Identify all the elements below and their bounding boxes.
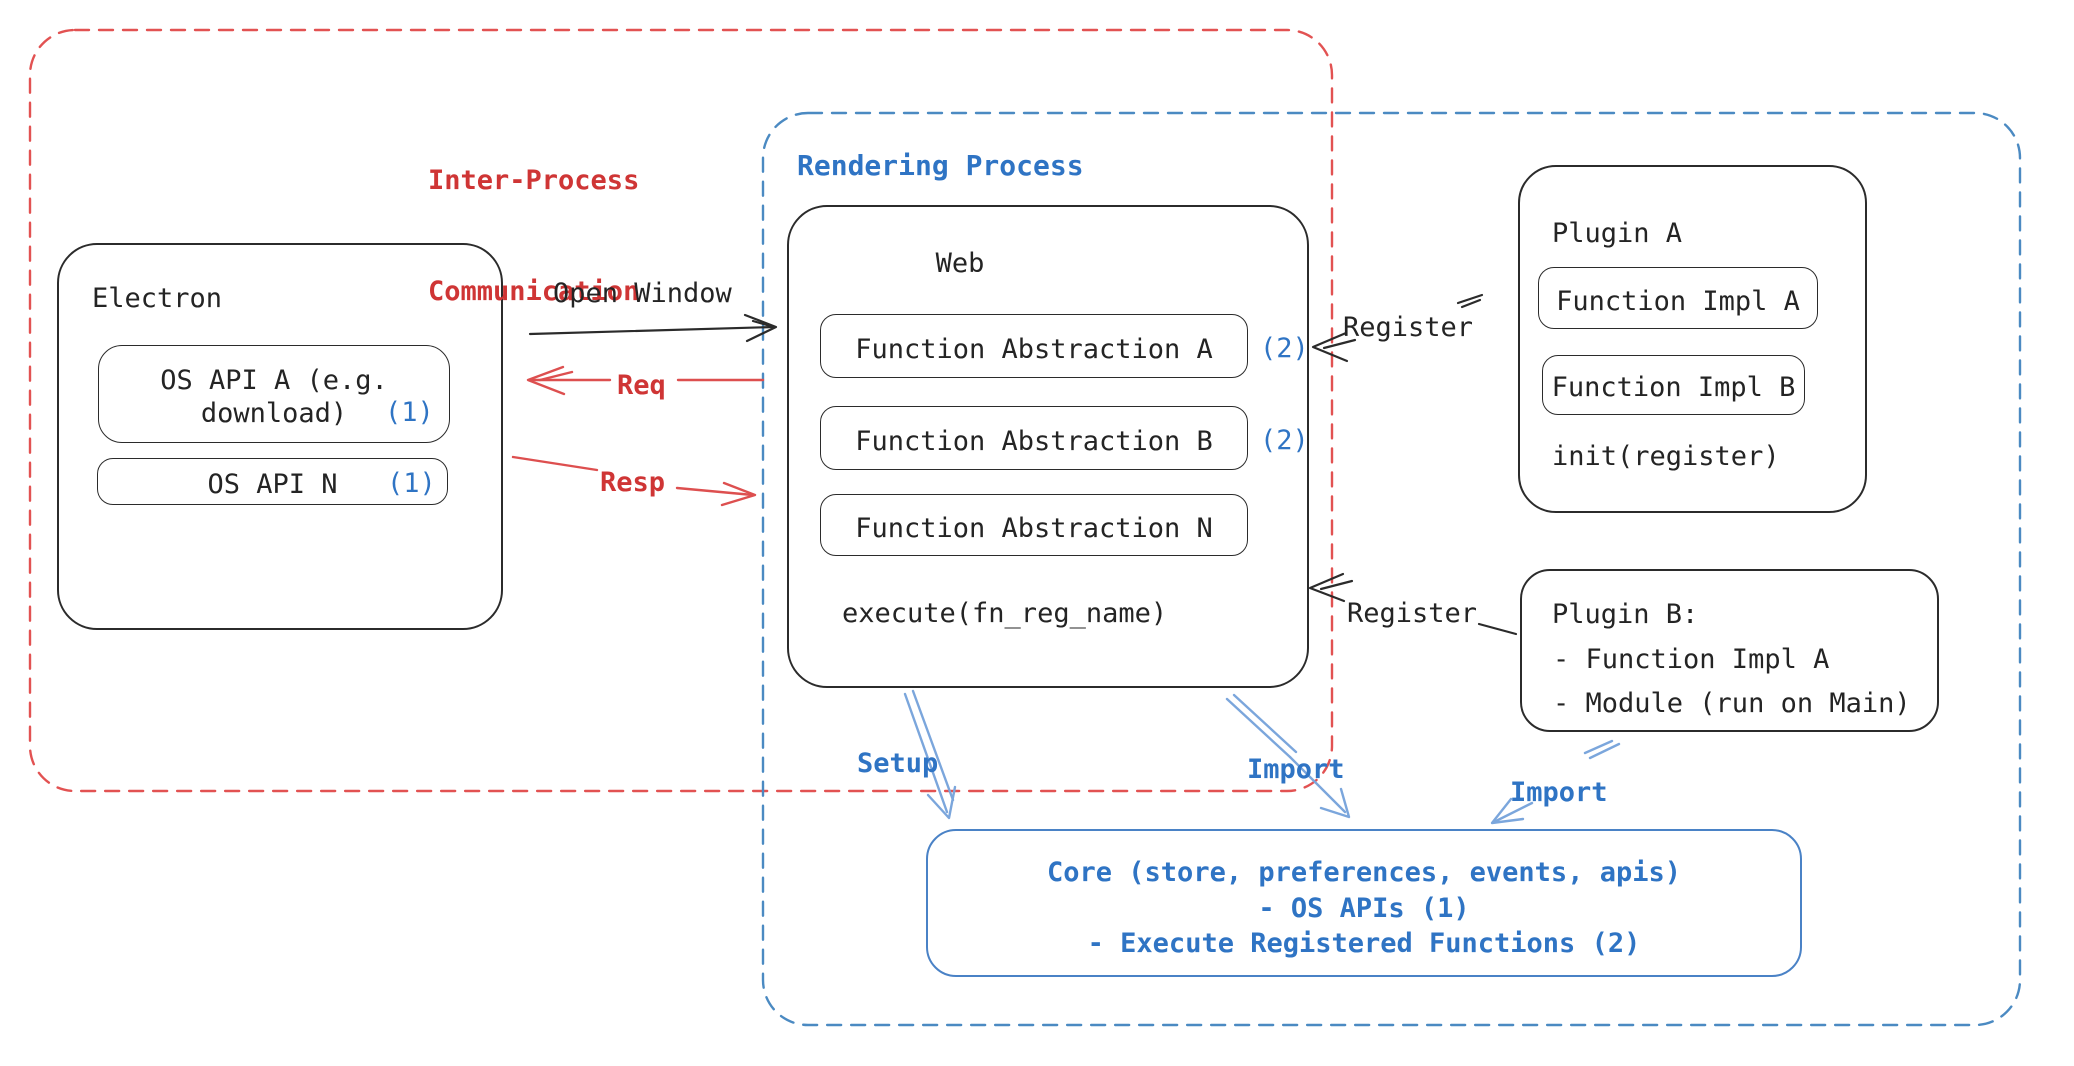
os-api-a-line2: download) — [200, 398, 348, 429]
import-plugin-b-label: Import — [1510, 777, 1608, 808]
req-label: Req — [617, 370, 666, 401]
core-line-2: - OS APIs (1) — [1258, 893, 1470, 924]
function-abstraction-a-label: Function Abstraction A — [855, 334, 1213, 365]
web-title: Web — [935, 248, 985, 279]
register-plugin-a-label: Register — [1343, 312, 1474, 343]
os-api-n-label: OS API N — [207, 469, 338, 500]
import-web-label: Import — [1247, 754, 1345, 785]
execute-fn-label: execute(fn_reg_name) — [842, 598, 1168, 629]
os-api-a-line1: OS API A (e.g. — [160, 365, 388, 396]
plugin-b-item-1: - Function Impl A — [1553, 644, 1830, 675]
function-abstraction-b-badge: (2) — [1260, 425, 1309, 456]
core-line-1: Core (store, preferences, events, apis) — [1047, 857, 1681, 888]
plugin-b-title: Plugin B: — [1552, 599, 1699, 630]
function-impl-b-label: Function Impl B — [1551, 372, 1796, 403]
os-api-n-badge: (1) — [387, 468, 436, 499]
function-abstraction-a-badge: (2) — [1260, 333, 1309, 364]
plugin-b-item-2: - Module (run on Main) — [1553, 688, 1911, 719]
plugin-a-title: Plugin A — [1552, 218, 1683, 249]
function-impl-a-label: Function Impl A — [1556, 286, 1800, 317]
open-window-label: Open Window — [553, 278, 732, 309]
function-abstraction-n-label: Function Abstraction N — [855, 513, 1213, 544]
core-line-3: - Execute Registered Functions (2) — [1087, 928, 1641, 959]
init-register-label: init(register) — [1552, 441, 1780, 472]
os-api-a-badge: (1) — [385, 397, 434, 428]
function-abstraction-b-label: Function Abstraction B — [855, 426, 1213, 457]
register-plugin-b-label: Register — [1347, 598, 1478, 629]
resp-label: Resp — [600, 467, 666, 498]
ipc-label-line1: Inter-Process — [428, 165, 640, 196]
setup-label: Setup — [857, 748, 939, 779]
ipc-label-line2: Communication — [428, 276, 640, 307]
rendering-process-label: Rendering Process — [797, 149, 1084, 182]
electron-title: Electron — [92, 283, 223, 314]
ipc-label: Inter-Process Communication — [428, 88, 639, 384]
